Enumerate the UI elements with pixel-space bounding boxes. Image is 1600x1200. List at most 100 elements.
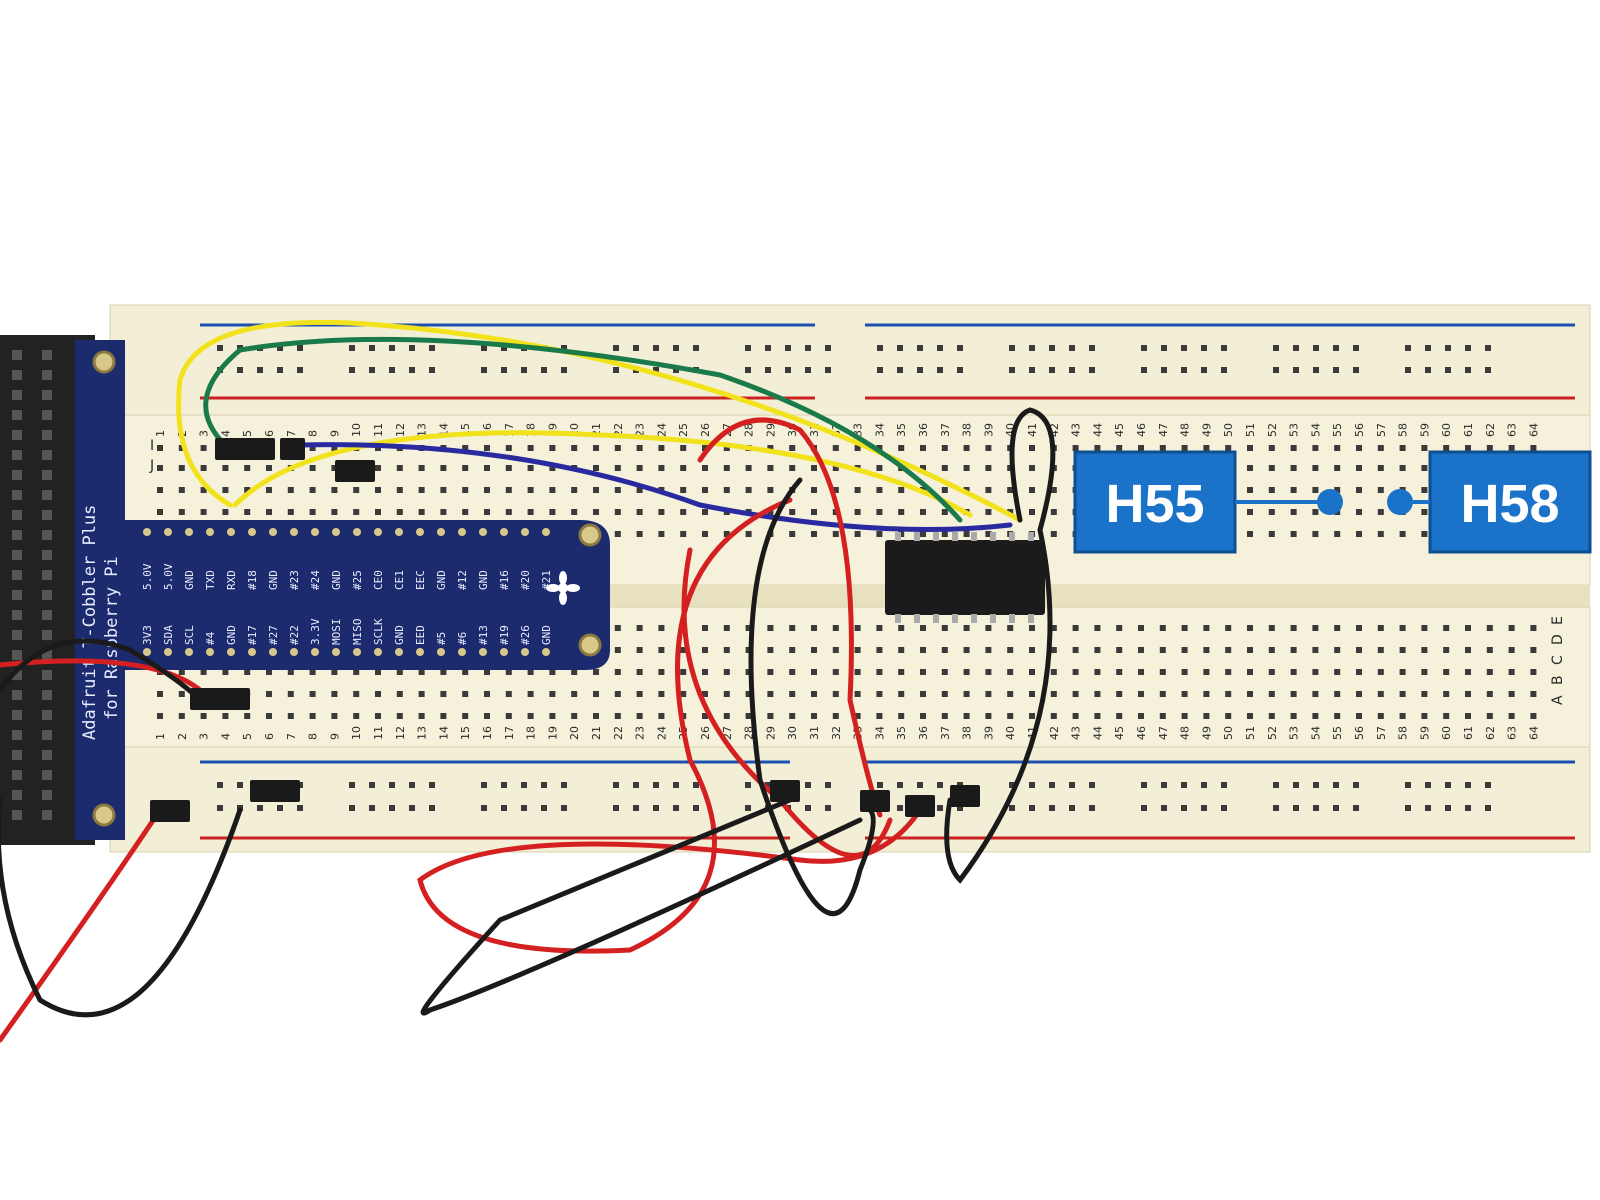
hole xyxy=(287,713,294,719)
cobbler-pin-label: RXD xyxy=(225,570,238,590)
hole xyxy=(636,647,643,653)
hole xyxy=(1333,782,1339,788)
hole xyxy=(789,647,796,653)
hole xyxy=(745,647,752,653)
hole xyxy=(789,445,796,451)
hole xyxy=(1421,509,1428,515)
hole xyxy=(484,509,490,515)
red-wire xyxy=(417,497,923,954)
hole xyxy=(1029,345,1035,351)
hole xyxy=(1268,487,1275,493)
hole xyxy=(1312,691,1319,697)
column-number: 61 xyxy=(1462,726,1475,740)
hole xyxy=(418,713,425,719)
hole xyxy=(157,691,163,697)
hole xyxy=(1333,805,1339,811)
hole xyxy=(985,509,992,515)
ribbon-pin xyxy=(12,510,22,520)
hole xyxy=(897,782,903,788)
hole xyxy=(389,345,395,351)
ribbon-pin xyxy=(12,430,22,440)
hole xyxy=(1377,647,1384,653)
column-number: 43 xyxy=(1070,726,1083,740)
hole xyxy=(937,805,943,811)
hole xyxy=(653,782,659,788)
ribbon-pin xyxy=(42,410,52,420)
hole xyxy=(1399,691,1406,697)
hole xyxy=(1029,782,1035,788)
hole xyxy=(876,487,883,493)
hole xyxy=(985,669,992,675)
hole xyxy=(440,509,447,515)
hole xyxy=(309,509,316,515)
hole xyxy=(1353,782,1359,788)
hole xyxy=(658,669,665,675)
header-pin xyxy=(206,528,214,536)
hole xyxy=(1377,669,1384,675)
hole xyxy=(1399,445,1406,451)
hole xyxy=(1443,691,1450,697)
hole xyxy=(723,713,730,719)
hole xyxy=(396,691,403,697)
hole xyxy=(673,367,679,373)
hole xyxy=(805,345,811,351)
hole xyxy=(484,691,490,697)
hole xyxy=(1290,509,1297,515)
hole xyxy=(1069,782,1075,788)
column-number: 61 xyxy=(1462,423,1475,437)
hole xyxy=(349,367,355,373)
header-pin xyxy=(332,528,340,536)
hole xyxy=(462,669,469,675)
column-number: 44 xyxy=(1091,423,1104,437)
column-number: 35 xyxy=(895,423,908,437)
hole xyxy=(349,782,355,788)
cobbler-pin-label: GND xyxy=(267,570,280,590)
yellow-wire xyxy=(176,319,1023,523)
callout-h55-dot xyxy=(1317,489,1343,515)
hole xyxy=(941,487,948,493)
hole xyxy=(462,465,469,471)
hole xyxy=(462,487,469,493)
hole xyxy=(1201,367,1207,373)
hole xyxy=(297,367,303,373)
cobbler-pin-label: GND xyxy=(330,570,343,590)
header-pin xyxy=(353,528,361,536)
header-pin xyxy=(164,648,172,656)
cobbler-pin-labels: 5.0V3V35.0VSDAGNDSCLTXD#4RXDGND#18#17GND… xyxy=(141,563,553,645)
column-number: 1 xyxy=(154,430,167,437)
row-label: B xyxy=(1550,675,1566,685)
hole xyxy=(571,509,578,515)
hole xyxy=(1072,669,1079,675)
hole xyxy=(277,367,283,373)
hole xyxy=(941,669,948,675)
hole xyxy=(1050,531,1057,537)
hole xyxy=(1141,782,1147,788)
hole xyxy=(658,647,665,653)
hole xyxy=(1356,509,1362,515)
hole xyxy=(1421,713,1428,719)
hole xyxy=(1421,445,1428,451)
hole xyxy=(613,805,619,811)
hole xyxy=(505,445,512,451)
hole xyxy=(1049,782,1055,788)
hole xyxy=(440,487,447,493)
ribbon-pin xyxy=(42,750,52,760)
hole xyxy=(854,625,861,631)
column-number: 60 xyxy=(1440,726,1453,740)
column-number: 38 xyxy=(961,726,974,740)
hole xyxy=(1050,625,1057,631)
header-pin xyxy=(227,528,235,536)
column-number: 48 xyxy=(1179,726,1192,740)
header-pin xyxy=(479,528,487,536)
hole xyxy=(767,487,774,493)
hole xyxy=(1399,713,1406,719)
hole xyxy=(1421,669,1428,675)
hole xyxy=(985,487,992,493)
hole xyxy=(1530,669,1537,675)
hole xyxy=(633,782,639,788)
column-number: 12 xyxy=(394,726,407,740)
hole xyxy=(571,691,578,697)
column-number: 37 xyxy=(939,726,952,740)
cobbler-title-line2: for Raspberry Pi xyxy=(102,556,122,720)
hole xyxy=(985,713,992,719)
